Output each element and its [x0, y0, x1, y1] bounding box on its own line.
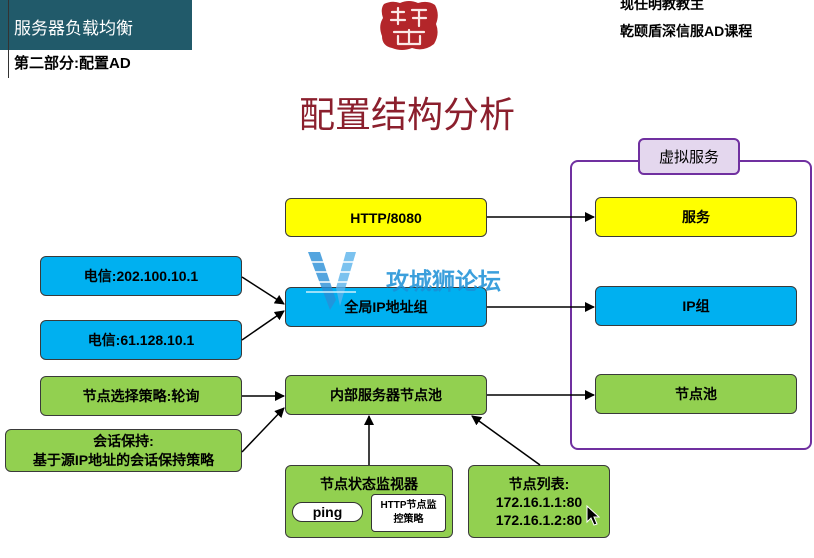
node-monitor-title: 节点状态监视器 — [320, 476, 418, 492]
http-monitor-line-1: HTTP节点监 — [380, 500, 437, 511]
node-list-item: 172.16.1.1:80 — [495, 493, 583, 510]
node-monitor-box: 节点状态监视器 ping HTTP节点监 控策略 — [285, 465, 453, 538]
ip-group-box: IP组 — [595, 286, 797, 326]
node-list-title: 节点列表: — [508, 475, 570, 492]
author-line-2: 乾颐盾深信服AD课程 — [620, 23, 753, 39]
global-ip-group-label: 全局IP地址组 — [344, 299, 428, 315]
arrow-session-to-internal-pool — [241, 407, 285, 453]
section-subtitle: 第二部分:配置AD — [14, 55, 131, 72]
arrow-telecom2-to-global-ip — [241, 310, 285, 341]
telecom-ip-2-box: 电信:61.128.10.1 — [40, 320, 242, 360]
service-label: 服务 — [682, 209, 710, 225]
node-selection-policy-label: 节点选择策略:轮询 — [82, 388, 200, 404]
session-persistence-box: 会话保持: 基于源IP地址的会话保持策略 — [5, 429, 242, 472]
internal-server-pool-label: 内部服务器节点池 — [330, 387, 442, 403]
telecom-ip-1-label: 电信:202.100.10.1 — [83, 268, 199, 284]
node-pool-box: 节点池 — [595, 374, 797, 414]
ip-group-label: IP组 — [682, 298, 710, 314]
node-pool-label: 节点池 — [675, 386, 717, 402]
telecom-ip-2-label: 电信:61.128.10.1 — [87, 332, 195, 348]
internal-server-pool-box: 内部服务器节点池 — [285, 375, 487, 415]
http-port-box: HTTP/8080 — [285, 198, 487, 237]
section-title: 服务器负载均衡 — [14, 19, 133, 38]
arrow-telecom1-to-global-ip — [241, 276, 285, 305]
arrow-node-list-to-internal-pool — [471, 415, 541, 466]
session-persistence-policy: 基于源IP地址的会话保持策略 — [32, 451, 215, 468]
telecom-ip-1-box: 电信:202.100.10.1 — [40, 256, 242, 296]
virtual-service-label: 虚拟服务 — [638, 138, 740, 175]
slide-title: 配置结构分析 — [298, 94, 515, 135]
node-list-item: 172.16.1.2:80 — [495, 511, 583, 528]
http-monitor-line-2: 控策略 — [393, 514, 424, 525]
v-logo-watermark-icon — [306, 252, 356, 310]
service-box: 服务 — [595, 197, 797, 237]
global-ip-group-box: 全局IP地址组 — [285, 287, 487, 327]
header-divider — [8, 0, 9, 78]
http-port-label: HTTP/8080 — [350, 209, 422, 226]
ping-label: ping — [312, 504, 343, 520]
http-monitor-policy: HTTP节点监 控策略 — [371, 494, 446, 532]
red-seal-logo — [380, 1, 438, 50]
node-selection-policy-box: 节点选择策略:轮询 — [40, 376, 242, 416]
watermark-text: 攻城狮论坛 — [386, 268, 501, 294]
author-line-1: 现任明教教主 — [620, 0, 704, 12]
node-list-box: 节点列表: 172.16.1.1:80 172.16.1.2:80 — [468, 465, 610, 538]
session-persistence-title: 会话保持: — [93, 432, 154, 449]
mouse-pointer-icon — [586, 505, 600, 526]
ping-monitor: ping — [292, 502, 363, 522]
section-header: 服务器负载均衡 — [0, 0, 192, 50]
